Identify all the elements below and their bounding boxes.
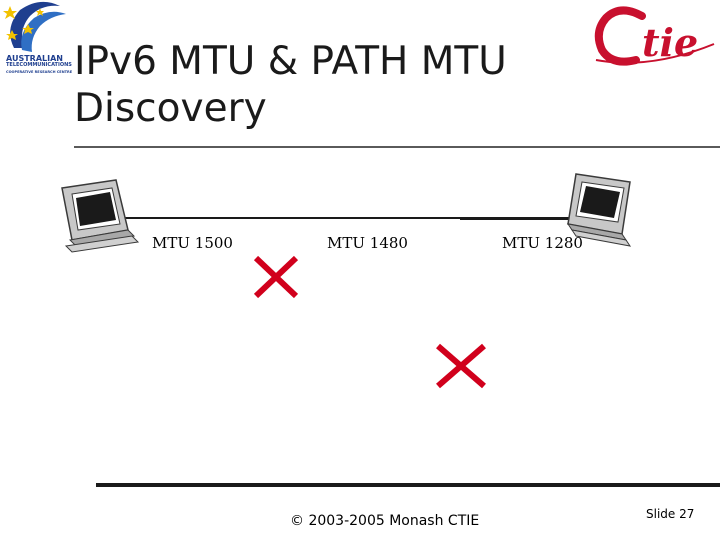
title-divider bbox=[74, 146, 720, 148]
x-mark-icon bbox=[436, 343, 486, 389]
logo-line: COOPERATIVE RESEARCH CENTRE bbox=[6, 70, 73, 74]
footer-divider bbox=[96, 483, 720, 487]
svg-text:tie: tie bbox=[642, 20, 698, 65]
path-mtu-diagram: MTU 1500 MTU 1480 MTU 1280 bbox=[61, 173, 632, 389]
page-title: IPv6 MTU & PATH MTU Discovery bbox=[74, 38, 507, 132]
computer-icon bbox=[61, 179, 140, 253]
slide-number: Slide 27 bbox=[646, 507, 695, 521]
atcrc-logo bbox=[0, 0, 72, 95]
title-line-2: Discovery bbox=[74, 86, 267, 131]
star-swoosh-icon bbox=[0, 0, 72, 60]
copyright-text: © 2003-2005 Monash CTIE bbox=[290, 513, 480, 529]
x-mark-icon bbox=[253, 255, 299, 299]
computer-icon bbox=[566, 173, 632, 247]
link-mtu-label: MTU 1280 bbox=[502, 234, 583, 252]
link-mtu-label: MTU 1500 bbox=[152, 234, 233, 252]
link-mtu-label: MTU 1480 bbox=[327, 234, 408, 252]
atcrc-logo-text: AUSTRALIAN TELECOMMUNICATIONS COOPERATIV… bbox=[6, 55, 76, 76]
logo-line: TELECOMMUNICATIONS bbox=[6, 62, 72, 68]
logo-line: AUSTRALIAN bbox=[6, 54, 63, 63]
ctie-logo: tie bbox=[590, 0, 720, 75]
title-line-1: IPv6 MTU & PATH MTU bbox=[74, 39, 507, 84]
